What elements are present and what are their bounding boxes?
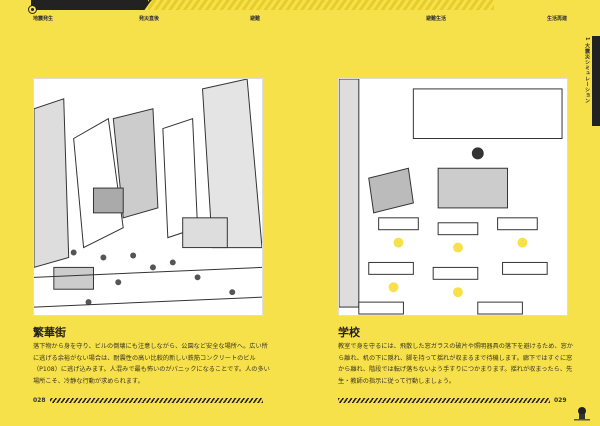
- page-number: 029: [554, 397, 567, 404]
- footer-hatch: [50, 398, 263, 403]
- section-body: 教室で身を守るには、飛散した窓ガラスの破片や照明器具の落下を避けるため、窓から離…: [338, 343, 573, 385]
- footer-hatch: [338, 398, 550, 403]
- chapter-tab: [592, 36, 600, 126]
- mascot-icon: [574, 407, 590, 421]
- stage-label: 地震発生: [33, 16, 54, 22]
- chapter-label: 1 大震災シミュレーション: [584, 37, 590, 104]
- progress-bar-hatch: [148, 0, 494, 10]
- downtown-illustration: [33, 78, 263, 316]
- stage-label: 避難生活: [426, 16, 447, 22]
- classroom-illustration: [338, 78, 568, 316]
- progress-bar-filled: [31, 0, 152, 10]
- stage-label: 生活再建: [547, 16, 568, 22]
- section-title: 繁華街: [33, 326, 66, 339]
- stage-label: 避難: [250, 16, 261, 22]
- stage-label: 発災直後: [139, 16, 160, 22]
- section-title: 学校: [338, 326, 360, 339]
- section-body: 落下物から身を守り、ビルの倒壊にも注意しながら、公園など安全な場所へ。広い所に逃…: [33, 343, 270, 385]
- page-number: 028: [33, 397, 46, 404]
- progress-marker-icon: [28, 5, 37, 14]
